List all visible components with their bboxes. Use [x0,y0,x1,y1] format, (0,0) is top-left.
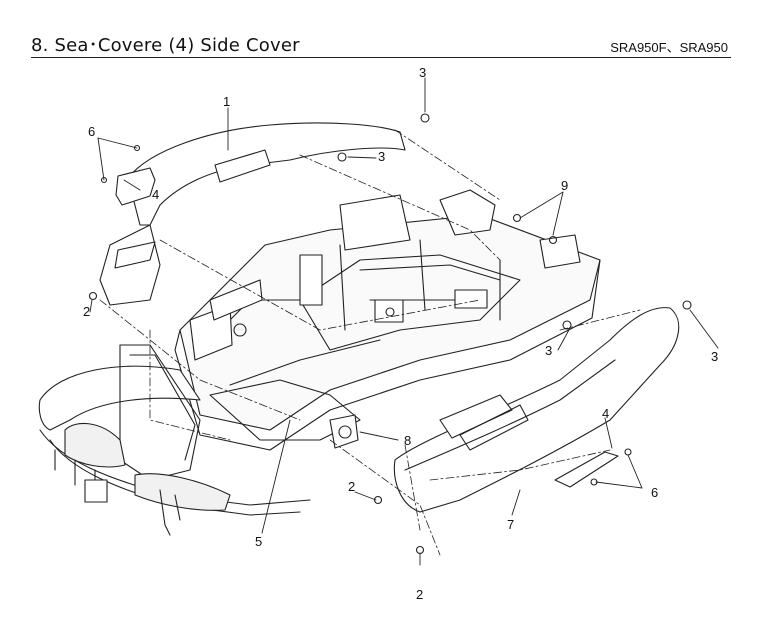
callout-9: 9 [561,178,569,193]
callout-4-left: 4 [152,187,160,202]
bolts [88,113,692,555]
side-cover-right [393,307,680,513]
callout-3-right: 3 [711,349,719,364]
model-label: SRA950F、SRA950 [610,40,728,55]
reference-lines [99,129,641,556]
callout-6-left: 6 [88,124,96,139]
callout-1: 1 [223,94,231,109]
callout-2-left: 2 [83,304,91,319]
callout-7: 7 [507,517,515,532]
callout-8: 8 [404,433,412,448]
callout-6-right: 6 [651,485,659,500]
callout-4-right: 4 [602,406,610,421]
callout-2-bottom: 2 [416,587,424,602]
side-cover-upper [99,122,406,306]
callout-3-upper: 3 [378,149,386,164]
callout-2-center: 2 [348,479,356,494]
header-rule [31,57,731,58]
front-bumper-frame [38,344,361,536]
callout-3-top: 3 [419,65,427,80]
leader-lines [89,77,719,566]
main-frame [174,189,601,451]
callout-3-mid: 3 [545,343,553,358]
arched-bracket [329,414,359,449]
callout-5: 5 [255,534,263,549]
screw-right-upper [624,448,632,456]
clip-bracket-left [115,167,156,206]
page-title: 8. Sea･Covere (4) Side Cover [31,35,300,56]
clip-bracket-right [554,451,619,488]
